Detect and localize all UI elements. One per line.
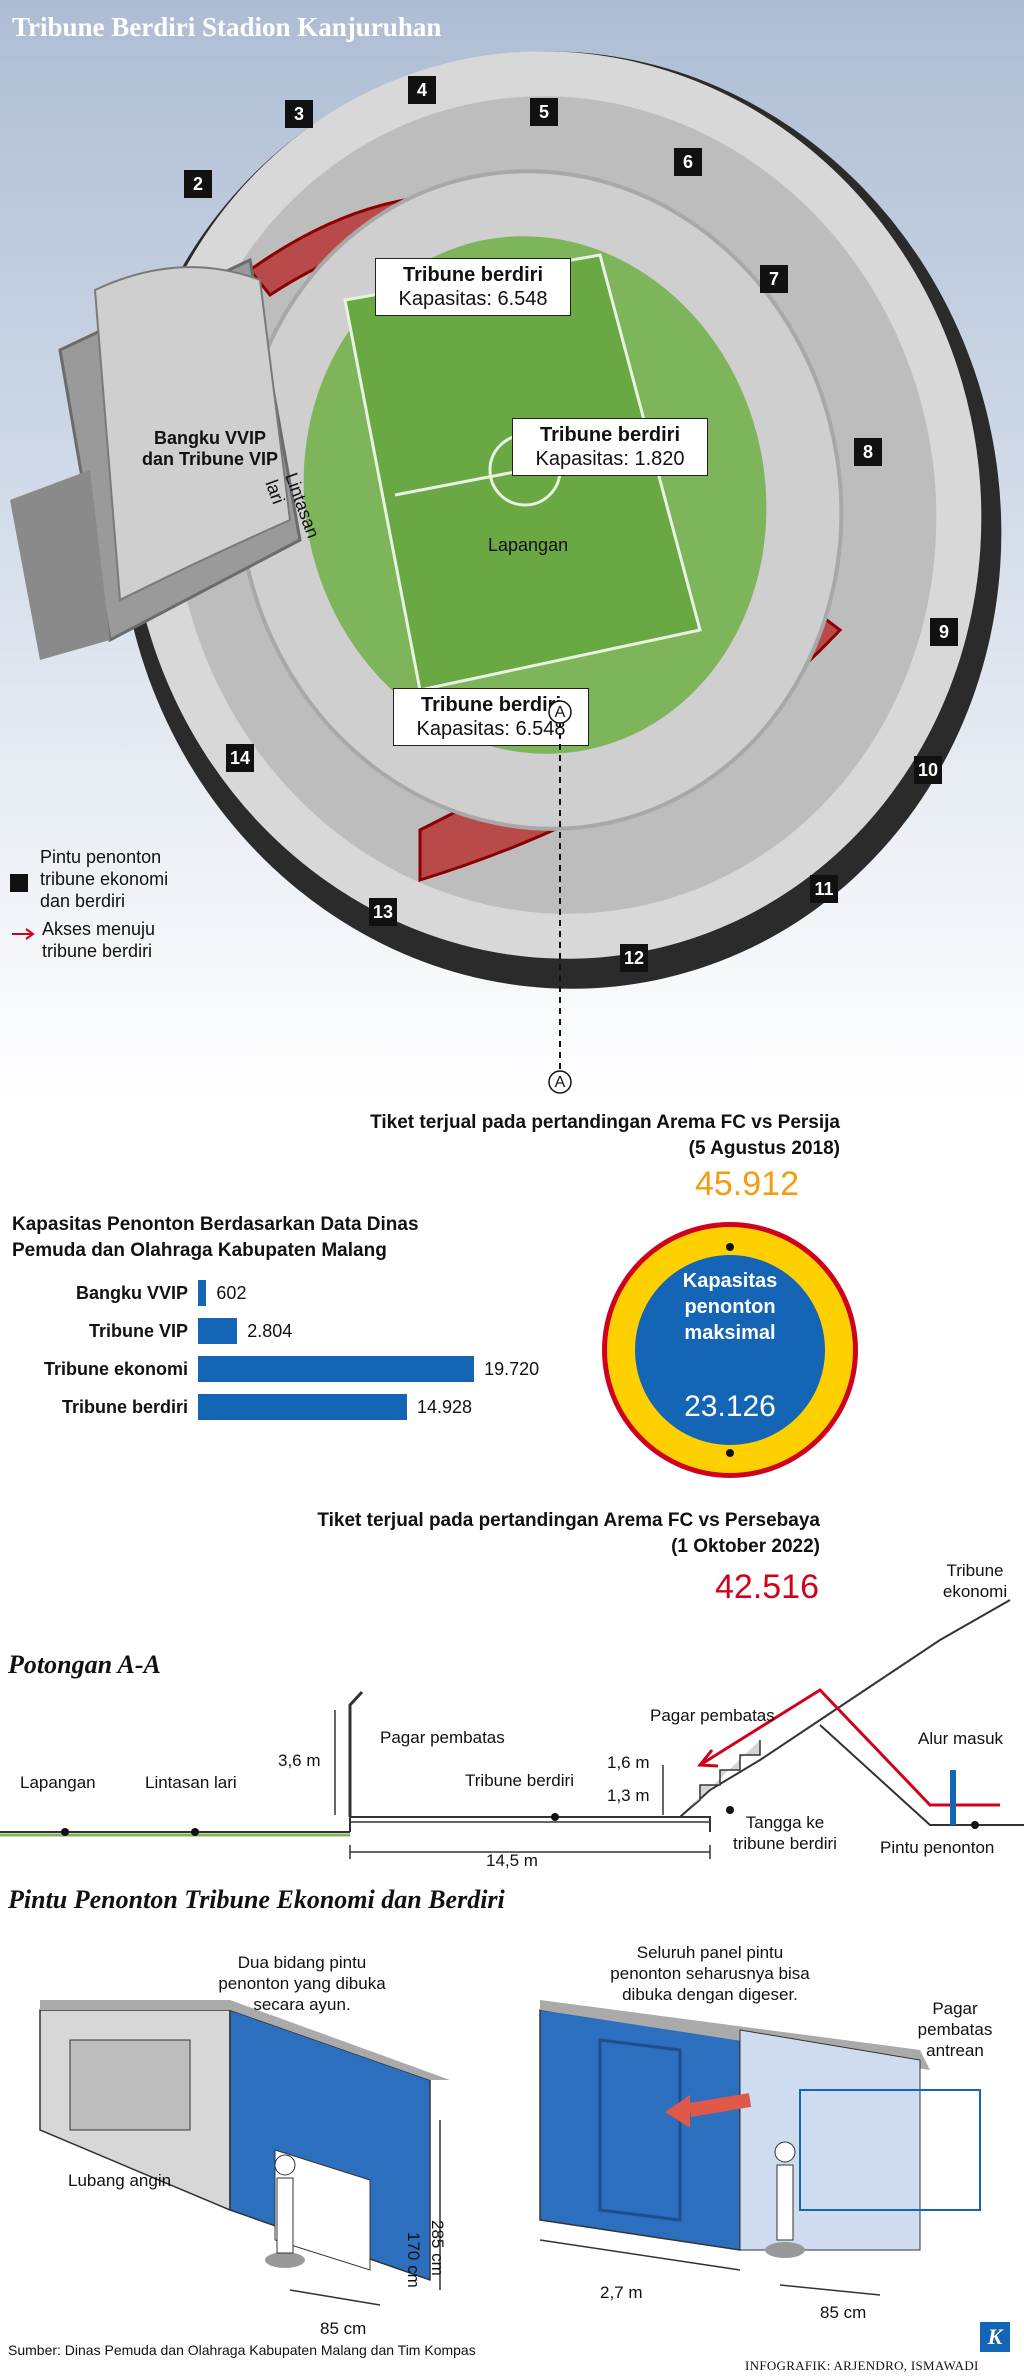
callout-south-capacity: Kapasitas: 6.548 xyxy=(416,718,566,740)
vent-label: Lubang angin xyxy=(68,2171,172,2190)
vip-annex xyxy=(10,470,110,660)
callout-north-title: Tribune berdiri xyxy=(402,264,544,286)
bar-category-label: Tribune berdiri xyxy=(61,1396,188,1417)
legend-gate: Pintu penonton tribune ekonomi dan berdi… xyxy=(10,846,190,912)
right-gate-note: Seluruh panel pintu penonton seharusnya … xyxy=(610,1943,810,2004)
bar-value-label: 602 xyxy=(216,1282,247,1303)
legend-gate-text: Pintu penonton tribune ekonomi dan berdi… xyxy=(40,847,169,911)
callout-north-capacity: Kapasitas: 6.548 xyxy=(398,288,548,310)
section-fence-label: Pagar pembatas xyxy=(380,1728,505,1747)
gate-number: 7 xyxy=(760,265,788,293)
callout-east-title: Tribune berdiri xyxy=(539,424,681,446)
left-gate-height-door: 170 cm xyxy=(404,2232,423,2288)
bar-value-label: 19.720 xyxy=(484,1358,540,1379)
footer-source: Sumber: Dinas Pemuda dan Olahraga Kabupa… xyxy=(8,2342,476,2358)
bar xyxy=(198,1318,238,1344)
bar-value-label: 14.928 xyxy=(416,1396,473,1417)
left-gate-width: 85 cm xyxy=(320,2319,367,2338)
kompas-logo: K xyxy=(980,2322,1010,2352)
bar-row: Tribune ekonomi 19.720 xyxy=(10,1354,539,1384)
bar-row: Tribune berdiri 14.928 xyxy=(10,1392,472,1422)
field-label: Lapangan xyxy=(488,535,569,555)
section-line xyxy=(548,700,572,1094)
legend-access-text: Akses menuju tribune berdiri xyxy=(42,919,156,961)
vip-roof xyxy=(93,266,292,602)
capacity-core xyxy=(635,1255,825,1445)
gate-number: 13 xyxy=(369,898,397,926)
section-title: Potongan A-A xyxy=(8,1650,161,1679)
gate-square-icon xyxy=(10,874,28,892)
bar-row: Bangku VVIP 602 xyxy=(10,1278,246,1308)
section-marker-top: A xyxy=(554,704,566,721)
gate-number: 6 xyxy=(674,148,702,176)
section-stairs-label: Tangga ke tribune berdiri xyxy=(733,1813,837,1853)
persija-date: (5 Agustus 2018) xyxy=(688,1138,840,1159)
section-economy-label: Tribune ekonomi xyxy=(942,1561,1008,1601)
right-gate-width-2: 85 cm xyxy=(820,2303,867,2322)
persija-title: Tiket terjual pada pertandingan Arema FC… xyxy=(370,1112,840,1133)
callout-east-capacity: Kapasitas: 1.820 xyxy=(535,448,685,470)
section-width-label: 14,5 m xyxy=(486,1851,538,1870)
bar-category-label: Tribune ekonomi xyxy=(43,1358,188,1379)
persija-heading: Tiket terjual pada pertandingan Arema FC… xyxy=(250,1110,840,1162)
vip-label: Bangku VVIP dan Tribune VIP xyxy=(141,428,279,469)
persija-value: 45.912 xyxy=(695,1165,799,1203)
gate-number: 3 xyxy=(285,100,313,128)
gate-number: 14 xyxy=(226,744,254,772)
gate-number: 10 xyxy=(914,756,942,784)
gates-title: Pintu Penonton Tribune Ekonomi dan Berdi… xyxy=(8,1885,505,1914)
queue-fence-label: Pagar pembatas antrean xyxy=(917,1999,993,2060)
page-title: Tribune Berdiri Stadion Kanjuruhan xyxy=(12,12,442,42)
gate-number: 11 xyxy=(810,875,838,903)
capacity-circle-label: Kapasitas penonton maksimal xyxy=(682,1270,778,1344)
footer-credit: INFOGRAFIK: ARJENDRO, ISMAWADI xyxy=(745,2358,979,2373)
gate-number: 5 xyxy=(530,98,558,126)
gates-drawing xyxy=(39,2000,981,2306)
legend-access: Akses menuju tribune berdiri xyxy=(10,918,190,962)
section-height-3-6: 3,6 m xyxy=(278,1751,321,1770)
section-marker-bottom: A xyxy=(554,1074,566,1091)
callout-east: Tribune berdiri Kapasitas: 1.820 xyxy=(512,418,708,476)
left-gate-height-total: 285 cm xyxy=(428,2220,447,2276)
section-track-label: Lintasan lari xyxy=(145,1773,237,1792)
section-fence2-label: Pagar pembatas xyxy=(650,1706,775,1725)
gate-number: 2 xyxy=(184,170,212,198)
right-gate-width-1: 2,7 m xyxy=(600,2283,643,2302)
section-field-label: Lapangan xyxy=(20,1773,96,1792)
section-standing-label: Tribune berdiri xyxy=(465,1771,574,1790)
callout-north: Tribune berdiri Kapasitas: 6.548 xyxy=(375,258,571,316)
section-height-1-3: 1,3 m xyxy=(607,1786,650,1805)
gate-number: 12 xyxy=(620,944,648,972)
chart-title: Kapasitas Penonton Berdasarkan Data Dina… xyxy=(12,1214,419,1261)
bar xyxy=(198,1356,475,1382)
section-height-1-6: 1,6 m xyxy=(607,1753,650,1772)
persebaya-value: 42.516 xyxy=(715,1568,819,1606)
gate-number: 4 xyxy=(408,76,436,104)
cross-section-drawing xyxy=(0,1599,1024,1859)
gate-number: 9 xyxy=(930,618,958,646)
bar xyxy=(198,1280,207,1306)
section-gate-label: Pintu penonton xyxy=(880,1838,995,1857)
left-gate-note: Dua bidang pintu penonton yang dibuka se… xyxy=(218,1953,386,2014)
capacity-circle xyxy=(602,1222,858,1478)
persebaya-date: (1 Oktober 2022) xyxy=(671,1536,820,1557)
bar-row: Tribune VIP 2.804 xyxy=(10,1316,292,1346)
map-legend: Pintu penonton tribune ekonomi dan berdi… xyxy=(10,846,190,962)
bar-value-label: 2.804 xyxy=(247,1320,293,1341)
capacity-circle-value: 23.126 xyxy=(684,1390,776,1423)
bar-category-label: Bangku VVIP xyxy=(75,1282,188,1303)
section-entry-label: Alur masuk xyxy=(918,1729,1004,1748)
bar-category-label: Tribune VIP xyxy=(88,1320,188,1341)
persebaya-heading: Tiket terjual pada pertandingan Arema FC… xyxy=(250,1508,820,1560)
red-arrow-icon xyxy=(12,928,35,940)
callout-south-title: Tribune berdiri xyxy=(420,694,562,716)
gate-number: 8 xyxy=(854,438,882,466)
persebaya-title: Tiket terjual pada pertandingan Arema FC… xyxy=(317,1510,820,1531)
bar xyxy=(198,1394,407,1420)
